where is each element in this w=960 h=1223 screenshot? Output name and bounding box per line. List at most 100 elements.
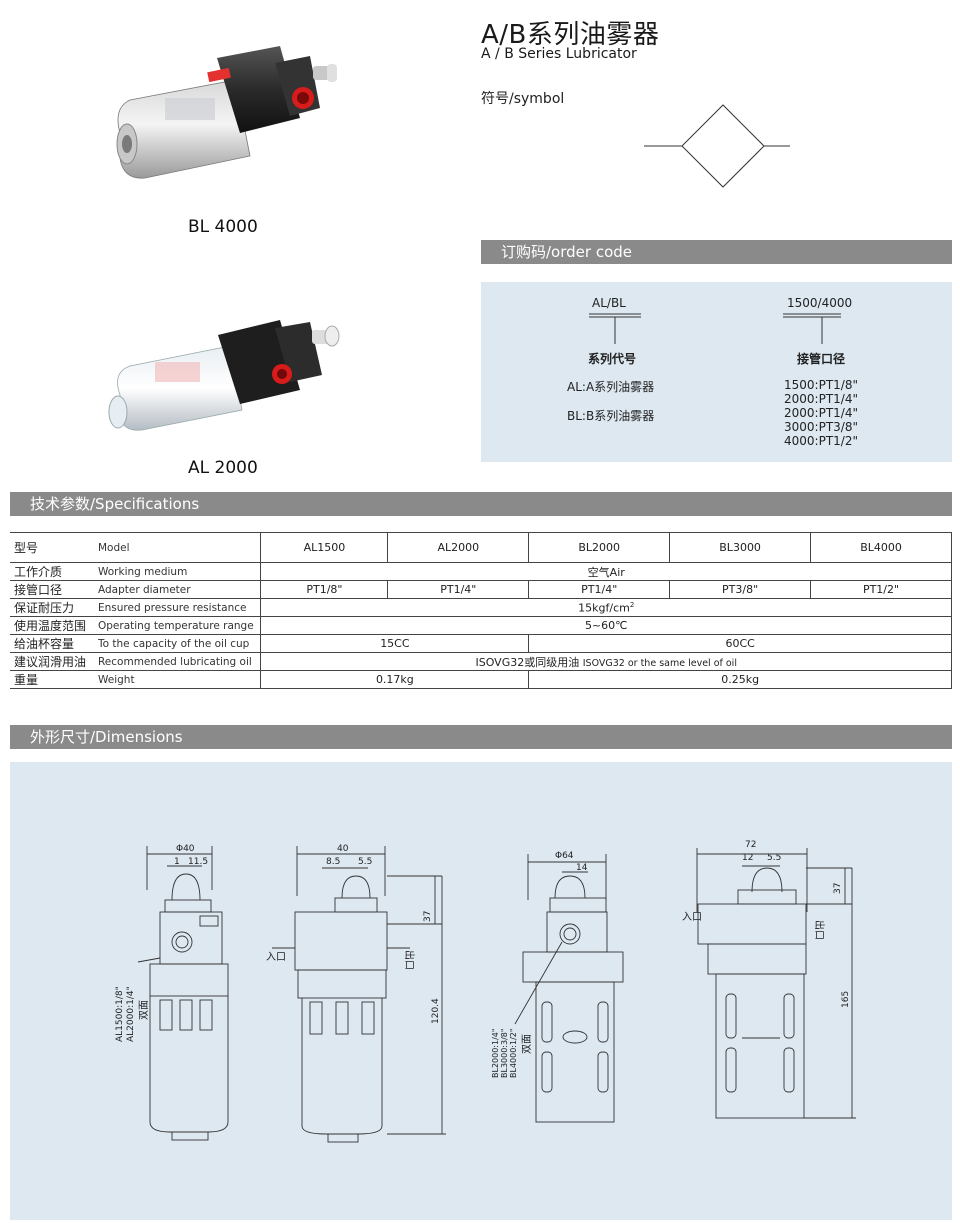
- dim4-width: 72: [745, 840, 756, 850]
- bl4000-caption: BL 4000: [188, 217, 258, 237]
- row-label-cn: 接管口径: [10, 580, 94, 599]
- model-cell: BL2000: [528, 532, 671, 563]
- drawing-al-front: [137, 846, 229, 1141]
- dim3-diameter: Φ64: [555, 851, 574, 861]
- port-heading: 接管口径: [797, 352, 846, 366]
- value-cell: 空气Air: [260, 562, 952, 581]
- dim4-a: 12: [742, 853, 753, 863]
- drawing-bl-front: [514, 854, 624, 1123]
- model-label-cn: 型号: [10, 532, 94, 563]
- port-option: 3000:PT3/8": [784, 420, 858, 434]
- dim1-a: 1: [174, 857, 180, 867]
- dim1-port-2: AL2000:1/4": [126, 986, 136, 1042]
- specifications-section-title: 技术参数/Specifications: [10, 492, 952, 516]
- series-code: AL/BL: [592, 296, 626, 310]
- port-option: 2000:PT1/4": [784, 406, 858, 420]
- port-option: 1500:PT1/8": [784, 378, 858, 392]
- row-label-en: Operating temperature range: [93, 616, 262, 635]
- dim2-a: 8.5: [326, 857, 340, 867]
- row-label-en: To the capacity of the oil cup: [93, 634, 262, 653]
- table-row: 使用温度范围 Operating temperature range 5~60℃: [10, 616, 952, 635]
- oil-value-cn: ISOVG32或同级用油: [475, 655, 580, 669]
- table-row: 给油杯容量 To the capacity of the oil cup 15C…: [10, 634, 952, 653]
- dim4-height-2: 165: [841, 991, 851, 1008]
- dim2-outlet: 出口: [403, 950, 416, 970]
- table-row: 重量 Weight 0.17kg 0.25kg: [10, 670, 952, 689]
- dim4-outlet: 出口: [813, 920, 826, 940]
- table-row: 型号 Model AL1500 AL2000 BL2000 BL3000 BL4…: [10, 532, 952, 563]
- value-cell: 5~60℃: [260, 616, 952, 635]
- dim4-inlet: 入口: [682, 912, 702, 923]
- oil-value-en: ISOVG32 or the same level of oil: [582, 657, 737, 669]
- port-option: 4000:PT1/2": [784, 434, 858, 448]
- dim4-b: 5.5: [767, 853, 781, 863]
- drawing-bl-side: [696, 848, 856, 1119]
- dim1-port-1: AL1500:1/8": [115, 986, 125, 1042]
- symbol-label: 符号/symbol: [481, 91, 565, 107]
- row-label-cn: 工作介质: [10, 562, 94, 581]
- value-cell: PT1/4": [528, 580, 671, 599]
- value-cell: 15CC: [260, 634, 530, 653]
- specifications-table: 型号 Model AL1500 AL2000 BL2000 BL3000 BL4…: [10, 532, 952, 689]
- drawing-al-side: [272, 846, 446, 1143]
- dim2-width: 40: [337, 844, 349, 854]
- value-cell: PT1/8": [260, 580, 389, 599]
- order-code-box: [481, 282, 952, 462]
- table-row: 工作介质 Working medium 空气Air: [10, 562, 952, 581]
- row-label-en: Working medium: [93, 562, 262, 581]
- row-label-cn: 给油杯容量: [10, 634, 94, 653]
- dimensions-section-title: 外形尺寸/Dimensions: [10, 725, 952, 749]
- dim2-height-1: 37: [423, 911, 433, 922]
- dimensions-area: [10, 762, 952, 1220]
- page-subtitle: A / B Series Lubricator: [481, 46, 637, 62]
- dim3-port-3: BL4000:1/2": [509, 1028, 518, 1078]
- lubricator-symbol-icon: [644, 104, 790, 188]
- series-option-al: AL:A系列油雾器: [567, 380, 655, 394]
- table-row: 接管口径 Adapter diameter PT1/8" PT1/4" PT1/…: [10, 580, 952, 599]
- model-cell: BL4000: [810, 532, 952, 563]
- dim3-sides: 双面: [521, 1034, 533, 1054]
- al2000-product-image: [108, 320, 340, 431]
- order-code-section-title: 订购码/order code: [481, 240, 952, 264]
- value-cell: PT1/4": [387, 580, 530, 599]
- row-label-cn: 使用温度范围: [10, 616, 94, 635]
- value-cell: 60CC: [528, 634, 952, 653]
- row-label-cn: 重量: [10, 670, 94, 689]
- row-label-en: Ensured pressure resistance: [93, 598, 262, 617]
- row-label-en: Adapter diameter: [93, 580, 262, 599]
- dim2-height-2: 120.4: [431, 998, 441, 1024]
- port-code: 1500/4000: [787, 296, 853, 310]
- dim3-a: 14: [576, 863, 588, 873]
- dimension-drawings: Φ40 1 11.5 AL1500:1/8" AL2000:1/4" 双面 40…: [115, 840, 856, 1143]
- value-cell: 0.17kg: [260, 670, 530, 689]
- dim2-inlet: 入口: [266, 952, 286, 963]
- series-option-bl: BL:B系列油雾器: [567, 409, 655, 423]
- model-cell: AL1500: [260, 532, 389, 563]
- row-label-cn: 保证耐压力: [10, 598, 94, 617]
- series-heading: 系列代号: [588, 352, 637, 366]
- port-options: 1500:PT1/8" 2000:PT1/4" 2000:PT1/4" 3000…: [784, 378, 858, 448]
- model-cell: BL3000: [669, 532, 812, 563]
- page-title: A/B系列油雾器: [481, 20, 660, 50]
- model-label-en: Model: [93, 532, 262, 563]
- row-label-cn: 建议润滑用油: [10, 652, 94, 671]
- dim3-port-1: BL2000:1/4": [491, 1028, 500, 1078]
- model-cell: AL2000: [387, 532, 530, 563]
- dim1-sides: 双面: [138, 1000, 150, 1020]
- dim4-height-1: 37: [833, 883, 843, 894]
- value-cell: PT1/2": [810, 580, 952, 599]
- value-cell: 0.25kg: [528, 670, 952, 689]
- value-cell: ISOVG32或同级用油 ISOVG32 or the same level o…: [260, 652, 952, 671]
- value-cell: PT3/8": [669, 580, 812, 599]
- row-label-en: Recommended lubricating oil: [93, 652, 262, 671]
- bl4000-product-image: [116, 46, 337, 179]
- al2000-caption: AL 2000: [188, 458, 258, 478]
- table-row: 建议润滑用油 Recommended lubricating oil ISOVG…: [10, 652, 952, 671]
- row-label-en: Weight: [93, 670, 262, 689]
- dim1-diameter: Φ40: [176, 844, 195, 854]
- value-cell: 15kgf/cm2: [260, 598, 952, 617]
- table-row: 保证耐压力 Ensured pressure resistance 15kgf/…: [10, 598, 952, 617]
- dim3-port-2: BL3000:3/8": [500, 1028, 509, 1078]
- dim2-b: 5.5: [358, 857, 372, 867]
- pressure-unit-exponent: 2: [629, 600, 635, 609]
